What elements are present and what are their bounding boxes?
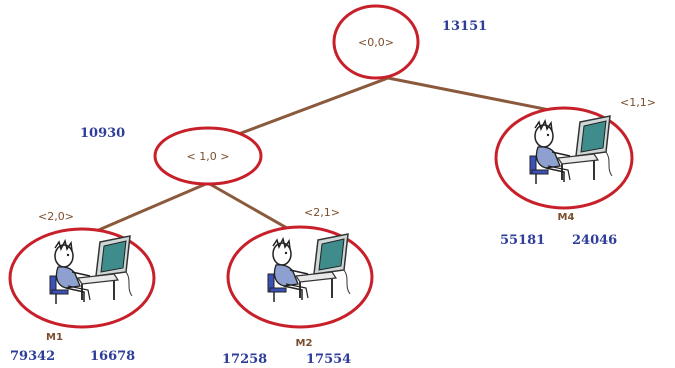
n21-machine-name: M2 bbox=[296, 338, 313, 349]
n10-node-label: < 1,0 > bbox=[187, 150, 230, 163]
root-node-value: 13151 bbox=[442, 19, 487, 34]
n20-value-2: 16678 bbox=[90, 349, 135, 364]
n10-node-value: 10930 bbox=[80, 126, 125, 141]
n10-node-circle bbox=[153, 126, 263, 186]
n20-node-label: <2,0> bbox=[38, 210, 74, 223]
root-node-circle bbox=[332, 4, 420, 80]
n20-machine-name: M1 bbox=[46, 332, 63, 343]
n21-node-label: <2,1> bbox=[304, 206, 340, 219]
n11-node-label: <1,1> bbox=[620, 96, 656, 109]
n20-value-1: 79342 bbox=[10, 349, 55, 364]
n11-value-2: 24046 bbox=[572, 233, 617, 248]
n21-value-1: 17258 bbox=[222, 352, 267, 367]
root-node-label: <0,0> bbox=[358, 36, 394, 49]
edge-root-n10 bbox=[227, 76, 389, 140]
n11-machine-name: M4 bbox=[558, 212, 575, 223]
n11-value-1: 55181 bbox=[500, 233, 545, 248]
n21-value-2: 17554 bbox=[306, 352, 351, 367]
edge-n10-n20 bbox=[79, 181, 209, 240]
